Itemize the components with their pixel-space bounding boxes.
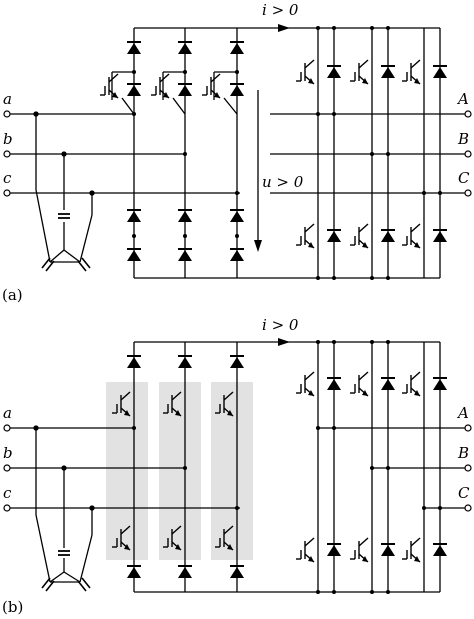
terminal-b-label-b: b [3, 444, 13, 462]
current-label-b: i > 0 [262, 316, 299, 334]
panel-b-input-filter [33, 425, 95, 583]
panel-a-input-terminals [3, 110, 11, 197]
voltage-label-a: u > 0 [262, 173, 304, 191]
terminal-b-label: b [3, 130, 13, 148]
terminal-c-label-b: c [3, 484, 12, 502]
panel-a-rectifier-switches [99, 73, 221, 99]
terminal-a-label: a [3, 90, 12, 108]
voltage-arrow [254, 90, 262, 252]
terminal-A-label-b: A [456, 404, 469, 422]
terminal-C-label: C [458, 169, 470, 187]
current-label-a: i > 0 [262, 1, 299, 19]
terminal-c-label: c [3, 169, 12, 187]
panel-a-input-filter [33, 111, 95, 263]
panel-b-input-lines [9, 427, 240, 509]
terminal-B-label: B [457, 130, 469, 148]
caption-b: (b) [2, 598, 23, 616]
terminal-C-label-b: C [458, 484, 470, 502]
panel-a: a b c [2, 1, 472, 304]
panel-b-switch-modules [106, 382, 253, 560]
terminal-A-label: A [456, 90, 469, 108]
panel-b-inverter-switches [295, 371, 421, 563]
panel-a-input-lines [9, 113, 240, 194]
terminal-a-label-b: a [3, 404, 12, 422]
caption-a: (a) [2, 286, 23, 304]
terminal-B-label-b: B [457, 444, 469, 462]
panel-b: a b c [2, 316, 472, 616]
